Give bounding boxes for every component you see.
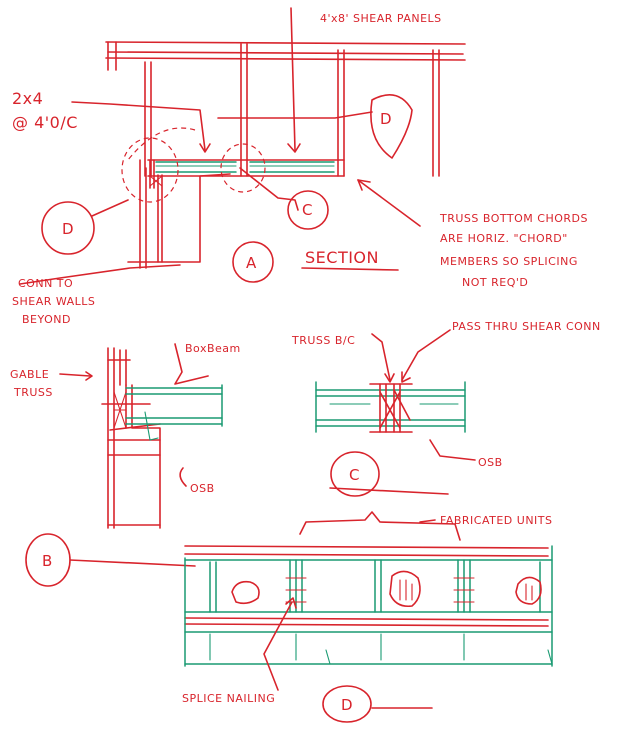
bubble-c-top: C bbox=[302, 201, 313, 219]
conn-note-line-3: BEYOND bbox=[22, 313, 71, 326]
section-a-drawing bbox=[19, 7, 466, 285]
shear-panels-label: 4'x8' SHEAR PANELS bbox=[320, 12, 442, 25]
stud-size-label: 2x4 bbox=[12, 89, 43, 108]
truss-note-line-2: ARE HORIZ. "CHORD" bbox=[440, 232, 568, 245]
truss-bc-label: TRUSS B/C bbox=[291, 334, 355, 347]
bubble-b: B bbox=[42, 552, 53, 570]
detail-c-drawing bbox=[315, 329, 476, 497]
conn-note-line-2: SHEAR WALLS bbox=[12, 295, 95, 308]
osb-label-c: OSB bbox=[478, 456, 503, 469]
detail-b-drawing bbox=[25, 343, 223, 587]
bubble-a: A bbox=[246, 254, 257, 272]
pass-thru-label: PASS THRU SHEAR CONN bbox=[452, 320, 601, 333]
bubble-d-left: D bbox=[62, 220, 74, 238]
osb-label-b: OSB bbox=[190, 482, 215, 495]
bubble-d-top: D bbox=[380, 110, 392, 128]
truss-note-line-1: TRUSS BOTTOM CHORDS bbox=[439, 212, 588, 225]
gable-truss-line-2: TRUSS bbox=[13, 386, 53, 399]
bubble-d-bottom: D bbox=[341, 696, 353, 714]
stud-spacing-label: @ 4'0/C bbox=[12, 113, 78, 132]
truss-note-line-4: NOT REQ'D bbox=[462, 276, 528, 289]
fabricated-units-label: FABRICATED UNITS bbox=[440, 514, 553, 527]
gable-truss-line-1: GABLE bbox=[10, 368, 49, 381]
truss-note-line-3: MEMBERS SO SPLICING bbox=[440, 255, 578, 268]
bubble-c: C bbox=[349, 466, 360, 484]
conn-note-line-1: CONN TO bbox=[18, 277, 73, 290]
boxbeam-label: BoxBeam bbox=[185, 342, 241, 355]
splice-nailing-label: SPLICE NAILING bbox=[182, 692, 275, 705]
section-label: SECTION bbox=[305, 248, 379, 267]
detail-d-drawing bbox=[184, 511, 553, 723]
